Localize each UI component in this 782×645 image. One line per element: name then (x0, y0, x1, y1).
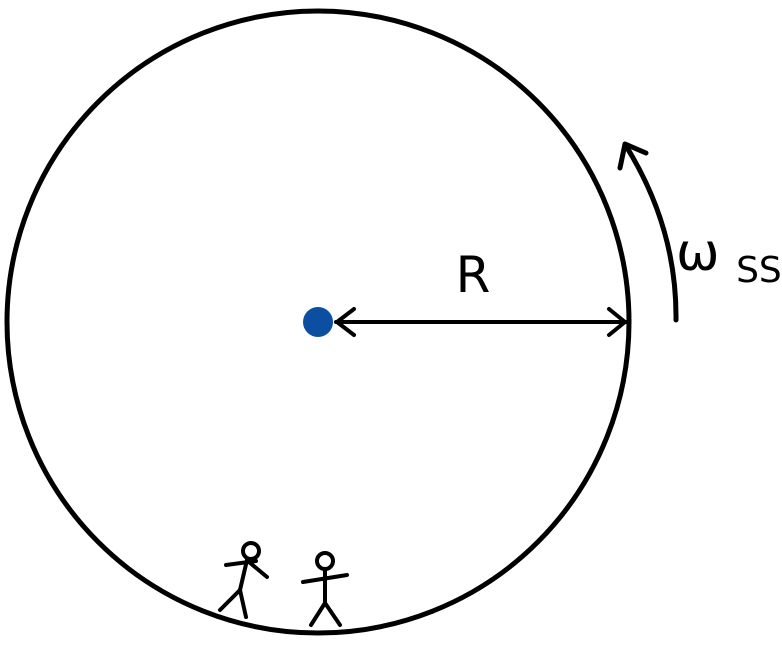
omega-subscript: SS (736, 250, 782, 291)
radius-arrowhead-left (335, 307, 356, 337)
radius-arrow (334, 307, 628, 337)
radius-arrowhead-right (607, 307, 627, 337)
center-point (303, 307, 333, 337)
habitat-ring (4, 8, 632, 636)
rotation-arrow (617, 141, 679, 323)
rotation-arrowhead (617, 141, 649, 171)
walking-person-icon (218, 541, 269, 619)
standing-person-icon (301, 551, 349, 627)
omega-symbol: ω (676, 223, 720, 283)
radius-label: R (456, 246, 491, 304)
angular-velocity-label: ω SS (676, 223, 782, 291)
